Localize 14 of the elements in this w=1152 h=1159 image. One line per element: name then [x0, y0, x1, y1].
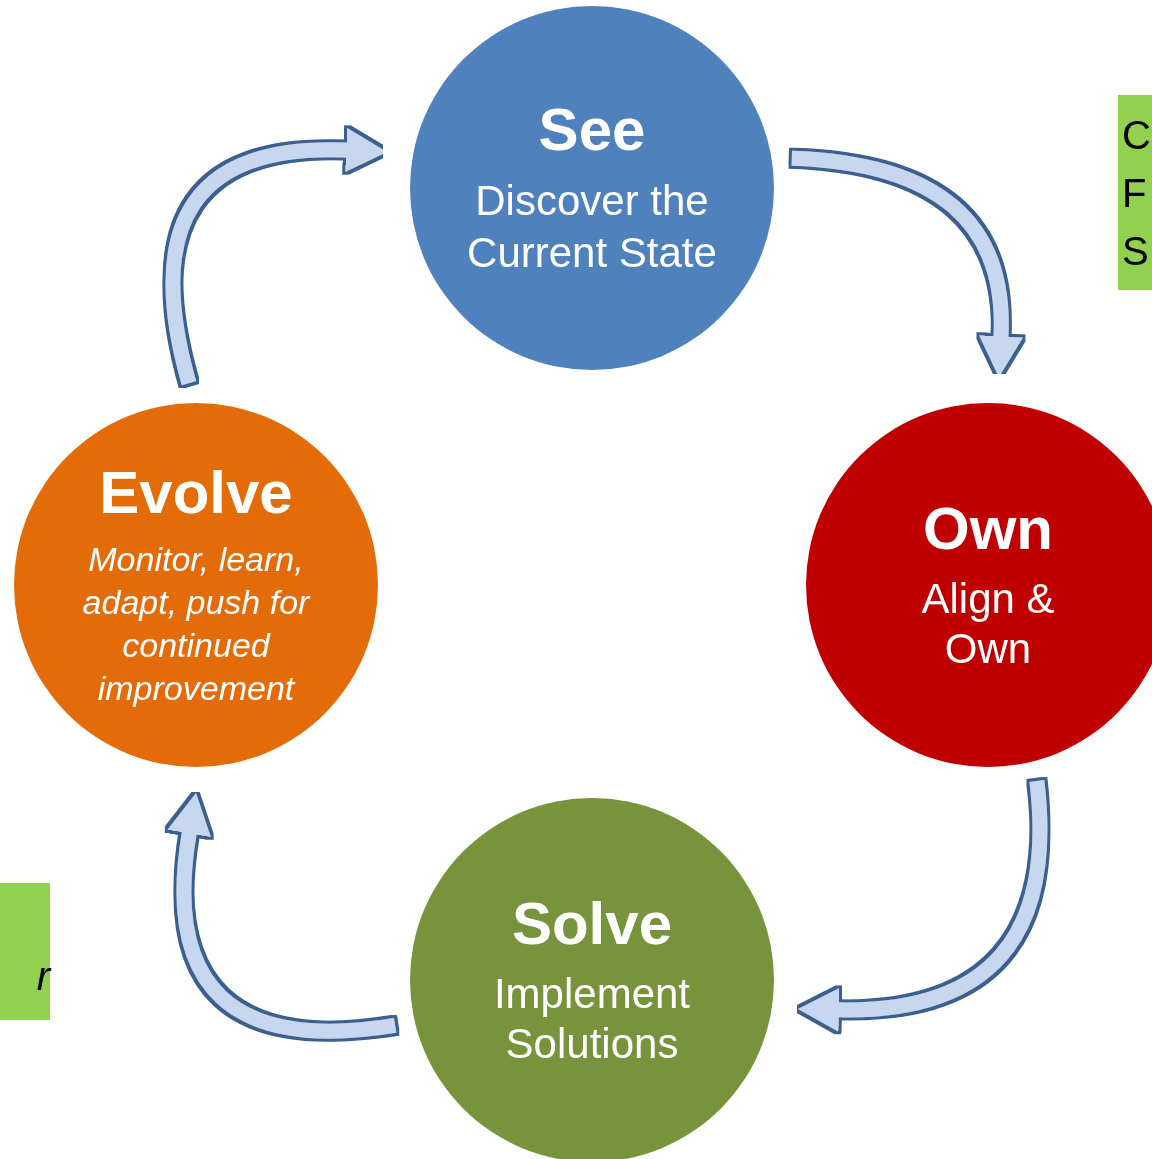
curved-arrow [167, 792, 397, 1039]
stage-title: Evolve [99, 460, 293, 526]
note-text: r [36, 952, 50, 1000]
stage-title: Own [923, 496, 1053, 562]
note-text: C F S [1122, 111, 1150, 275]
note-box [0, 883, 50, 1020]
stage-title: See [538, 97, 646, 163]
stage-description: Discover the Current State [467, 176, 717, 278]
stage-description: Monitor, learn, adapt, push for continued improvement [81, 539, 312, 709]
stage-description: Implement Solutions [492, 969, 692, 1069]
stage-title: Solve [511, 891, 673, 957]
curved-arrow [798, 780, 1048, 1032]
stage-description: Align & Own [920, 574, 1056, 674]
note-box [1118, 95, 1152, 290]
